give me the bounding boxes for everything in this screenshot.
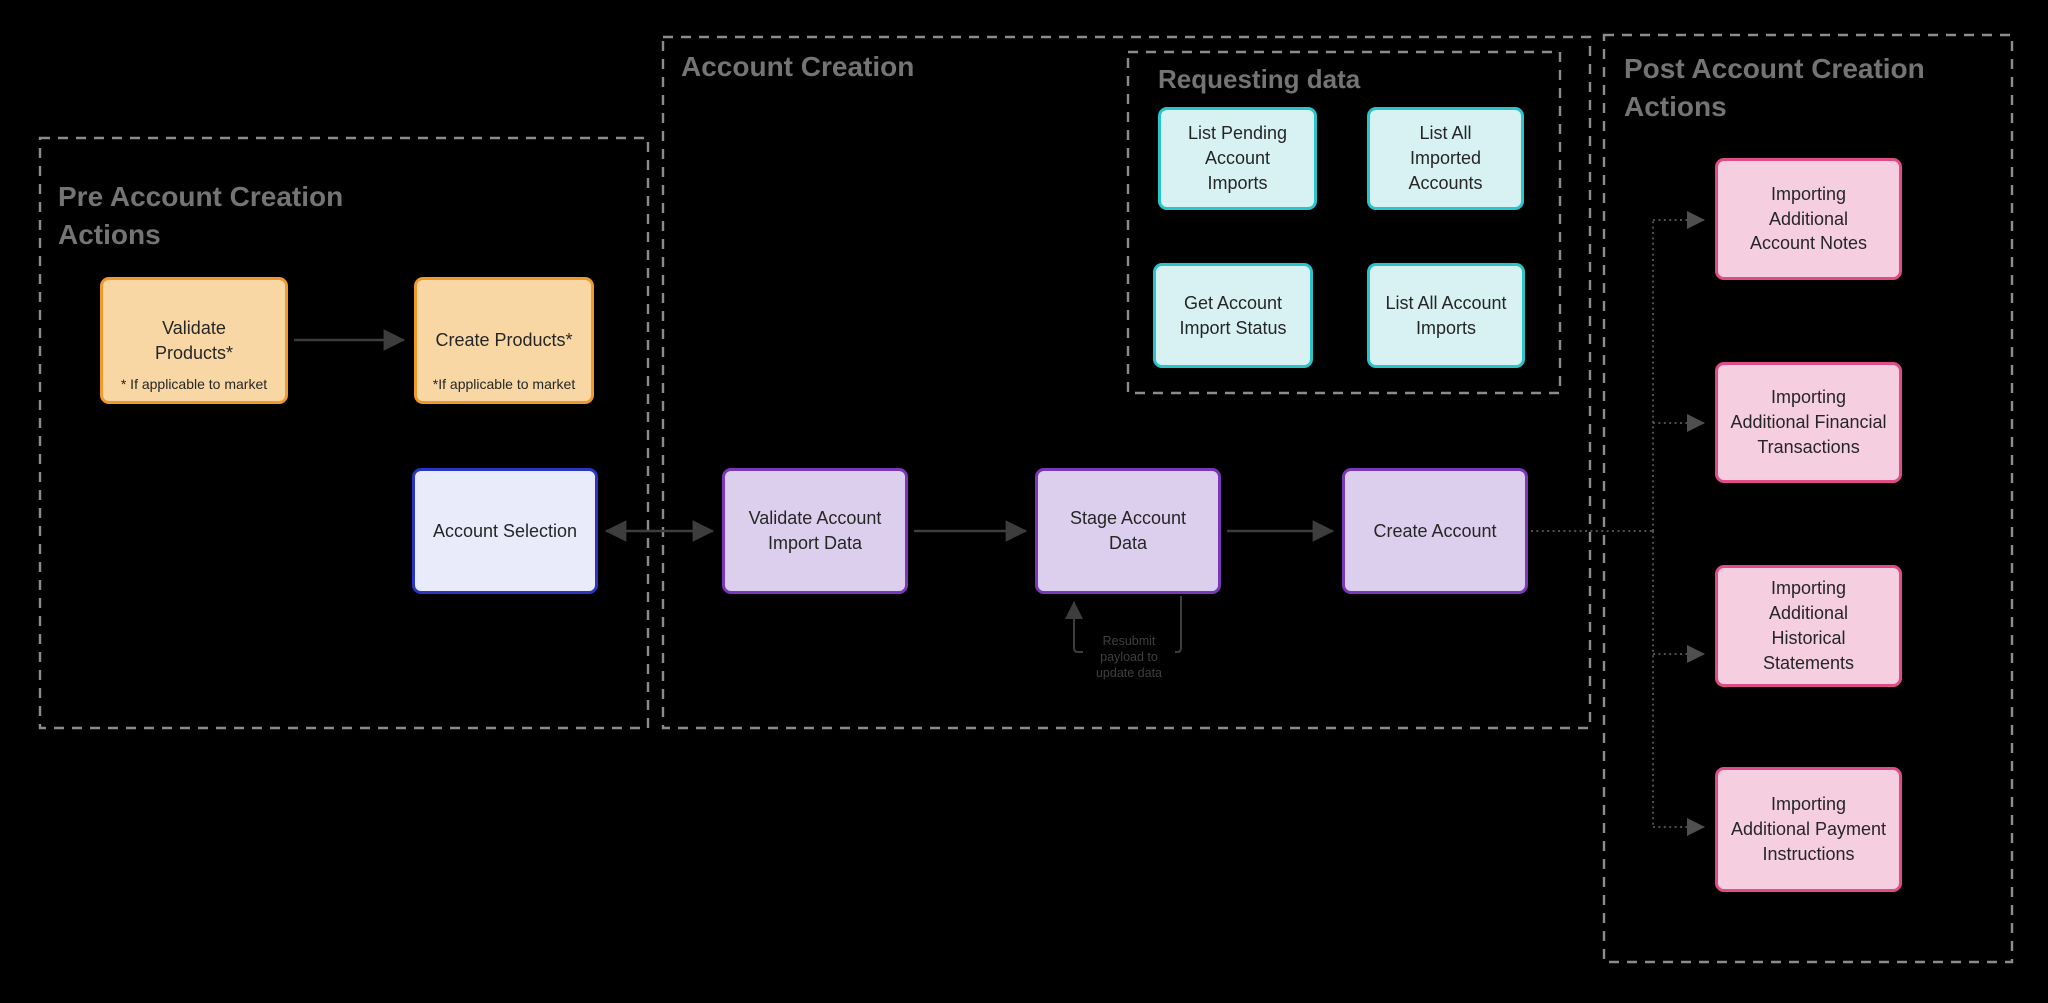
node-label: Get Account Import Status (1179, 292, 1287, 338)
node-importing-additional-account-notes: Importing Additional Account Notes (1715, 158, 1902, 280)
group-box-pre-account-creation (38, 136, 650, 730)
node-label: Importing Additional Payment Instruction… (1730, 794, 1887, 864)
node-label: Importing Additional Financial Transacti… (1730, 387, 1887, 457)
node-label: Create Account (1373, 520, 1497, 541)
group-title-requesting-data: Requesting data (1158, 64, 1361, 94)
node-label: Validate Account Import Data (748, 508, 882, 553)
resubmit-note: Resubmit payload to update data (1083, 631, 1175, 683)
node-get-account-import-status: Get Account Import Status (1153, 263, 1313, 368)
node-label: Validate Products* (154, 317, 234, 363)
node-account-selection: Account Selection (412, 468, 598, 594)
group-box-requesting-data (1126, 50, 1562, 395)
node-label: Importing Additional Historical Statemen… (1762, 578, 1855, 673)
group-box-post-account-creation (1602, 33, 2014, 964)
node-validate-account-import-data: Validate Account Import Data (722, 468, 908, 594)
node-list-pending-account-imports: List Pending Account Imports (1158, 107, 1317, 210)
node-importing-additional-payment-instructions: Importing Additional Payment Instruction… (1715, 767, 1902, 892)
node-importing-additional-historical-statements: Importing Additional Historical Statemen… (1715, 565, 1902, 687)
node-stage-account-data: Stage Account Data (1035, 468, 1221, 594)
node-label: Account Selection (432, 520, 578, 541)
node-footnote: * If applicable to market (120, 375, 268, 392)
node-label: List Pending Account Imports (1187, 123, 1288, 193)
node-label: Importing Additional Account Notes (1749, 183, 1868, 254)
node-importing-additional-financial-transactions: Importing Additional Financial Transacti… (1715, 362, 1902, 483)
group-title-pre-account-creation: Pre Account Creation Actions (58, 181, 344, 251)
node-list-all-account-imports: List All Account Imports (1367, 263, 1525, 368)
node-create-account: Create Account (1342, 468, 1528, 594)
node-create-products: Create Products* *If applicable to marke… (414, 277, 594, 404)
group-title-account-creation: Account Creation (681, 51, 915, 82)
group-title-post-account-creation: Post Account Creation Actions (1624, 53, 1925, 123)
node-list-all-imported-accounts: List All Imported Accounts (1367, 107, 1524, 210)
node-label: List All Account Imports (1385, 292, 1507, 338)
node-label: Stage Account Data (1069, 508, 1187, 553)
node-footnote: *If applicable to market (432, 375, 576, 392)
node-validate-products: Validate Products* * If applicable to ma… (100, 277, 288, 404)
node-label: List All Imported Accounts (1408, 123, 1483, 193)
node-label: Create Products* (435, 330, 573, 351)
